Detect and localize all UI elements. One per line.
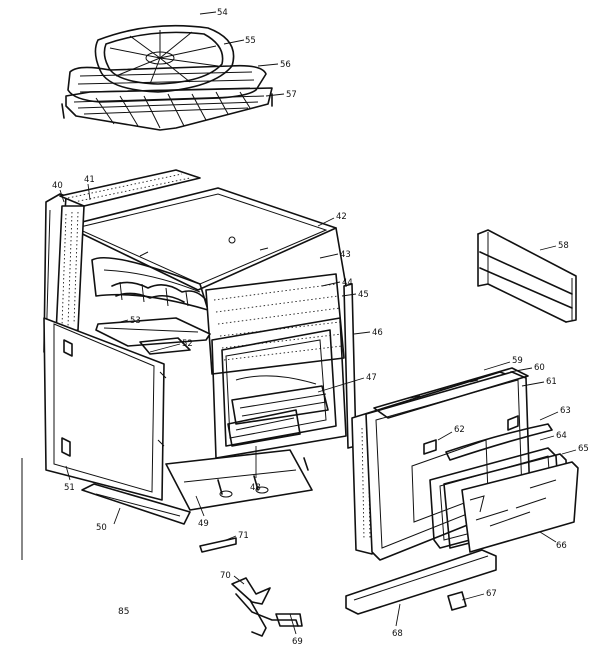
footer-code: 85 — [118, 607, 129, 617]
callout-66: 66 — [556, 541, 567, 551]
cabinet-body — [55, 187, 357, 511]
callout-60: 60 — [534, 363, 545, 373]
callout-56: 56 — [280, 60, 291, 70]
callout-51: 51 — [64, 483, 75, 493]
top-insulation — [59, 169, 201, 207]
callout-68: 68 — [392, 629, 403, 639]
callout-57: 57 — [286, 90, 297, 100]
callout-41: 41 — [84, 175, 95, 185]
callout-58: 58 — [558, 241, 569, 251]
bottom-trim — [81, 483, 191, 525]
burner-hardware — [199, 537, 303, 637]
callout-48: 48 — [250, 483, 261, 493]
callout-43: 43 — [340, 250, 351, 260]
callout-71: 71 — [238, 531, 249, 541]
callout-47: 47 — [366, 373, 377, 383]
callout-46: 46 — [372, 328, 383, 338]
broiler-pan-assembly — [61, 24, 273, 131]
callout-53: 53 — [130, 316, 141, 326]
callout-61: 61 — [546, 377, 557, 387]
callout-labels: 54 55 56 57 40 41 42 43 44 45 46 47 48 4… — [52, 8, 589, 647]
leader-lines — [59, 11, 577, 635]
callout-59: 59 — [512, 356, 523, 366]
callout-54: 54 — [217, 8, 228, 18]
callout-67: 67 — [486, 589, 497, 599]
callout-69: 69 — [292, 637, 303, 647]
callout-42: 42 — [336, 212, 347, 222]
callout-62: 62 — [454, 425, 465, 435]
callout-45: 45 — [358, 290, 369, 300]
callout-50: 50 — [96, 523, 107, 533]
callout-44: 44 — [342, 278, 353, 288]
callout-70: 70 — [220, 571, 231, 581]
callout-52: 52 — [182, 339, 193, 349]
oven-rack — [477, 229, 577, 323]
callout-63: 63 — [560, 406, 571, 416]
callout-64: 64 — [556, 431, 567, 441]
callout-65: 65 — [578, 444, 589, 454]
kick-panel — [345, 549, 497, 615]
callout-55: 55 — [245, 36, 256, 46]
oven-door-assembly — [351, 367, 579, 561]
side-panel-front-left — [43, 317, 211, 501]
callout-49: 49 — [198, 519, 209, 529]
callout-40: 40 — [52, 181, 63, 191]
